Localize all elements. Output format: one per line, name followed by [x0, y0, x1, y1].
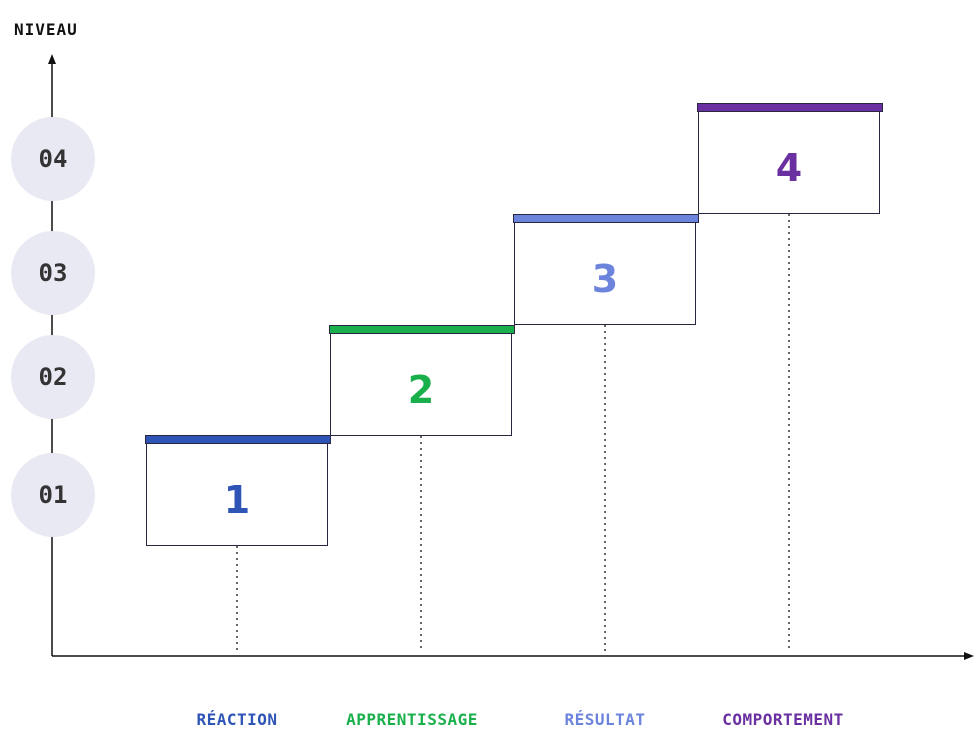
x-axis-arrow-icon — [964, 652, 974, 660]
category-label-comportement: COMPORTEMENT — [722, 710, 844, 729]
level-badge-02: 02 — [11, 335, 95, 419]
step-number-4: 4 — [775, 145, 803, 190]
category-label-resultat: RÉSULTAT — [564, 710, 646, 729]
step-number-1: 1 — [223, 477, 251, 522]
y-axis-arrow-icon — [48, 54, 56, 64]
step-bar-1 — [145, 435, 331, 444]
level-badge-04: 04 — [11, 117, 95, 201]
category-label-apprentissage: APPRENTISSAGE — [346, 710, 478, 729]
step-box-1: 1 — [145, 435, 331, 546]
step-number-2: 2 — [407, 367, 435, 412]
step-box-3: 3 — [513, 214, 699, 325]
step-bar-2 — [329, 325, 515, 334]
level-badge-01: 01 — [11, 453, 95, 537]
step-bar-4 — [697, 103, 883, 112]
step-number-3: 3 — [591, 256, 619, 301]
category-label-reaction: RÉACTION — [196, 710, 278, 729]
level-badge-03: 03 — [11, 231, 95, 315]
step-box-2: 2 — [329, 325, 515, 436]
y-axis-title: NIVEAU — [14, 20, 78, 39]
step-bar-3 — [513, 214, 699, 223]
step-box-4: 4 — [697, 103, 883, 214]
